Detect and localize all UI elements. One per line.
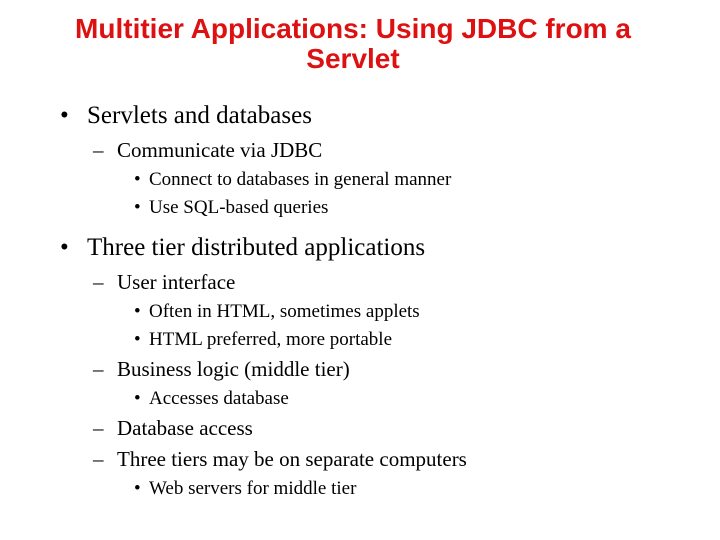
- bullet-item: • Connect to databases in general manner: [0, 168, 720, 191]
- bullet-text: HTML preferred, more portable: [149, 329, 393, 350]
- dash-icon: –: [93, 447, 104, 471]
- bullet-icon: •: [134, 169, 141, 190]
- bullet-icon: •: [60, 234, 69, 261]
- dash-icon: –: [93, 138, 104, 162]
- bullet-text: Communicate via JDBC: [117, 138, 323, 162]
- bullet-text: Connect to databases in general manner: [149, 169, 452, 190]
- bullet-item: –Database access: [0, 415, 720, 441]
- bullet-text: Three tiers may be on separate computers: [117, 447, 467, 471]
- bullet-item: • Three tier distributed applications: [0, 232, 720, 264]
- bullet-text: Business logic (middle tier): [117, 357, 350, 381]
- bullet-item: • HTML preferred, more portable: [0, 328, 720, 351]
- slide-title-line1: Multitier Applications: Using JDBC from …: [75, 13, 631, 44]
- dash-icon: –: [93, 357, 104, 381]
- bullet-icon: •: [60, 102, 69, 129]
- dash-icon: –: [93, 416, 104, 440]
- bullet-icon: •: [134, 478, 141, 499]
- bullet-item: –User interface: [0, 269, 720, 295]
- bullet-icon: •: [134, 197, 141, 218]
- bullet-icon: •: [134, 301, 141, 322]
- dash-icon: –: [93, 270, 104, 294]
- slide-title: Multitier Applications: Using JDBC from …: [28, 14, 678, 74]
- bullet-text: Often in HTML, sometimes applets: [149, 301, 420, 322]
- bullet-item: • Servlets and databases: [0, 100, 720, 132]
- bullet-list: •Servlets and databases –Communicate via…: [0, 96, 720, 500]
- bullet-item: • Use SQL-based queries: [0, 196, 720, 219]
- bullet-item: –Business logic (middle tier): [0, 356, 720, 382]
- slide-title-line2: Servlet: [306, 43, 400, 74]
- bullet-text: Servlets and databases: [87, 102, 312, 129]
- bullet-icon: •: [134, 388, 141, 409]
- bullet-text: Three tier distributed applications: [87, 234, 426, 261]
- bullet-item: –Communicate via JDBC: [0, 137, 720, 163]
- bullet-item: • Often in HTML, sometimes applets: [0, 300, 720, 323]
- bullet-text: Database access: [117, 416, 253, 440]
- bullet-text: Web servers for middle tier: [149, 478, 357, 499]
- bullet-text: Use SQL-based queries: [149, 197, 329, 218]
- bullet-text: User interface: [117, 270, 236, 294]
- bullet-item: • Accesses database: [0, 387, 720, 410]
- bullet-item: –Three tiers may be on separate computer…: [0, 446, 720, 472]
- bullet-icon: •: [134, 329, 141, 350]
- bullet-item: • Web servers for middle tier: [0, 477, 720, 500]
- bullet-text: Accesses database: [149, 388, 289, 409]
